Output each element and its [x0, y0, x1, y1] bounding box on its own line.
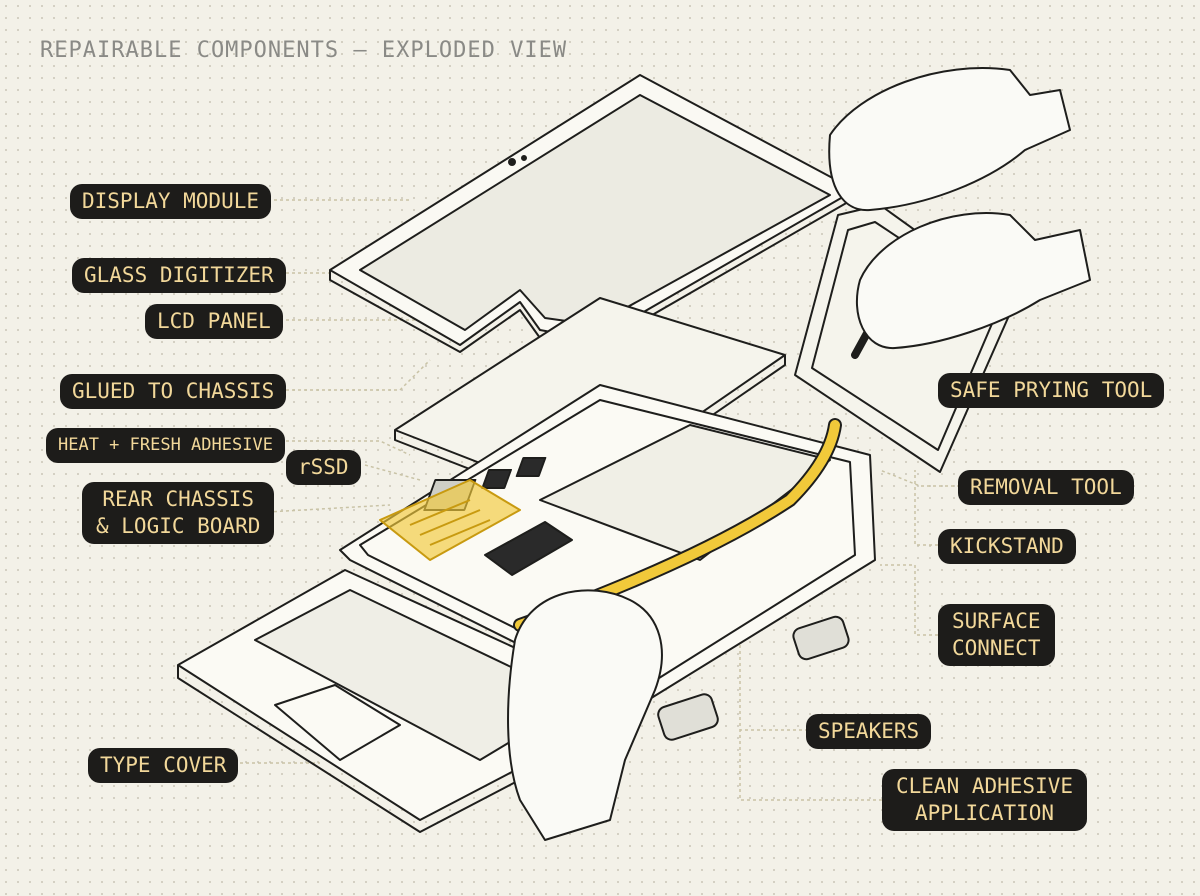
label-lcd-panel: LCD PANEL	[145, 304, 283, 339]
heat-pad	[379, 479, 521, 561]
page-title: REPAIRABLE COMPONENTS – EXPLODED VIEW	[40, 38, 568, 63]
label-heat-fresh-adhesive: HEAT + FRESH ADHESIVE	[46, 428, 285, 463]
label-glued-to-chassis: GLUED TO CHASSIS	[60, 374, 287, 409]
rssd-shape	[484, 521, 573, 576]
gloved-hands	[507, 67, 1091, 841]
label-surface-connect: SURFACE CONNECT	[938, 604, 1055, 666]
label-display-module: DISPLAY MODULE	[70, 184, 272, 219]
speaker-left	[657, 693, 719, 741]
label-rear-chassis-logic-board: REAR CHASSIS & LOGIC BOARD	[82, 482, 275, 544]
label-clean-adhesive-application: CLEAN ADHESIVE APPLICATION	[882, 769, 1088, 831]
label-type-cover: TYPE COVER	[88, 748, 239, 783]
speaker-right	[792, 615, 850, 661]
label-safe-prying-tool: SAFE PRYING TOOL	[938, 373, 1165, 408]
label-removal-tool: REMOVAL TOOL	[958, 470, 1134, 505]
label-glass-digitizer: GLASS DIGITIZER	[72, 258, 286, 293]
label-kickstand: KICKSTAND	[938, 529, 1076, 564]
label-speakers: SPEAKERS	[806, 714, 932, 749]
label-rssd: rSSD	[286, 450, 361, 485]
